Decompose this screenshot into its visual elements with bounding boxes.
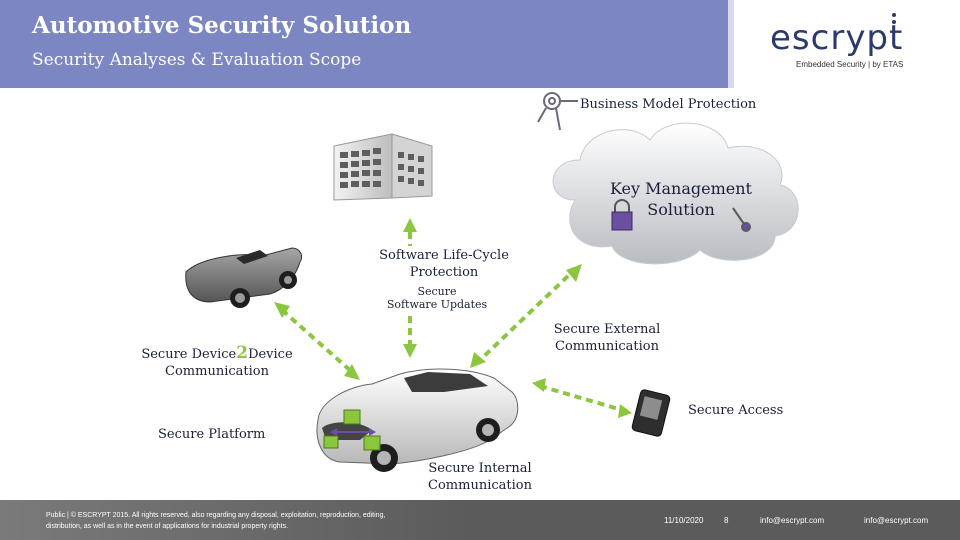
business-model-label: Business Model Protection xyxy=(580,97,757,112)
device-to-device-a: Secure Device xyxy=(141,347,237,362)
arrow-cloud-to-car xyxy=(478,274,570,362)
convertible-car-icon xyxy=(185,247,303,308)
footer-legal-line1: Public | © ESCRYPT 2015. All rights rese… xyxy=(46,512,386,519)
logo-dots-icon xyxy=(891,10,897,27)
lock-icon xyxy=(611,199,633,231)
footer-bar: Public | © ESCRYPT 2015. All rights rese… xyxy=(0,500,960,540)
key-management-line1: Key Management xyxy=(610,179,752,198)
header-banner: Automotive Security Solution Security An… xyxy=(0,0,728,88)
footer-page-number: 8 xyxy=(724,516,729,525)
footer-legal-line2: distribution, as well as in the event of… xyxy=(46,523,289,530)
software-lifecycle-label: Software Life-Cycle Protection xyxy=(370,247,518,281)
software-lifecycle-line2: Protection xyxy=(409,265,479,280)
logo-word-crypt: crypt xyxy=(810,18,904,58)
device-to-device-line1: Secure Device2Device xyxy=(134,345,300,363)
arrow-heads-green xyxy=(274,218,632,418)
page-title: Automotive Security Solution xyxy=(32,12,412,39)
secure-access-label: Secure Access xyxy=(688,403,784,418)
key-icon xyxy=(537,92,578,131)
arrow-convertible-to-car xyxy=(280,308,354,374)
footer-date: 11/10/2020 xyxy=(664,516,704,525)
handheld-device-icon xyxy=(631,389,671,437)
secure-platform-label: Secure Platform xyxy=(158,427,266,442)
building-icon xyxy=(333,133,433,201)
secure-updates-line1: Secure xyxy=(417,285,457,298)
logo-wordmark: escrypt xyxy=(770,18,903,58)
sedan-car-icon xyxy=(316,368,519,472)
key-management-label: Key Management Solution xyxy=(598,178,764,220)
software-lifecycle-line1: Software Life-Cycle xyxy=(379,248,509,263)
page-subtitle: Security Analyses & Evaluation Scope xyxy=(32,50,362,70)
arrow-car-to-device xyxy=(539,384,623,412)
device-to-device-line2: Communication xyxy=(165,364,269,379)
internal-communication-label: Secure Internal Communication xyxy=(414,460,546,494)
logo-word-es: es xyxy=(770,18,811,58)
internal-communication-line2: Communication xyxy=(428,478,532,493)
footer-email-link[interactable]: info@escrypt.com xyxy=(760,516,825,525)
escrypt-logo: escrypt Embedded Security | by ETAS xyxy=(728,0,960,88)
external-communication-label: Secure External Communication xyxy=(540,321,674,355)
external-communication-line1: Secure External xyxy=(553,322,661,337)
internal-communication-line1: Secure Internal xyxy=(428,461,532,476)
secure-updates-line2: Software Updates xyxy=(386,298,488,311)
device-to-device-label: Secure Device2Device Communication xyxy=(134,345,300,380)
secure-updates-label: Secure Software Updates xyxy=(380,285,494,311)
device-to-device-2: 2 xyxy=(236,343,249,363)
small-key-icon xyxy=(732,207,751,232)
footer-legal: Public | © ESCRYPT 2015. All rights rese… xyxy=(46,510,466,532)
key-management-line2: Solution xyxy=(647,200,715,219)
footer-email-link-2[interactable]: info@escrypt.com xyxy=(864,516,929,525)
device-to-device-b: Device xyxy=(248,347,293,362)
external-communication-line2: Communication xyxy=(555,339,659,354)
logo-tagline: Embedded Security | by ETAS xyxy=(796,60,904,69)
